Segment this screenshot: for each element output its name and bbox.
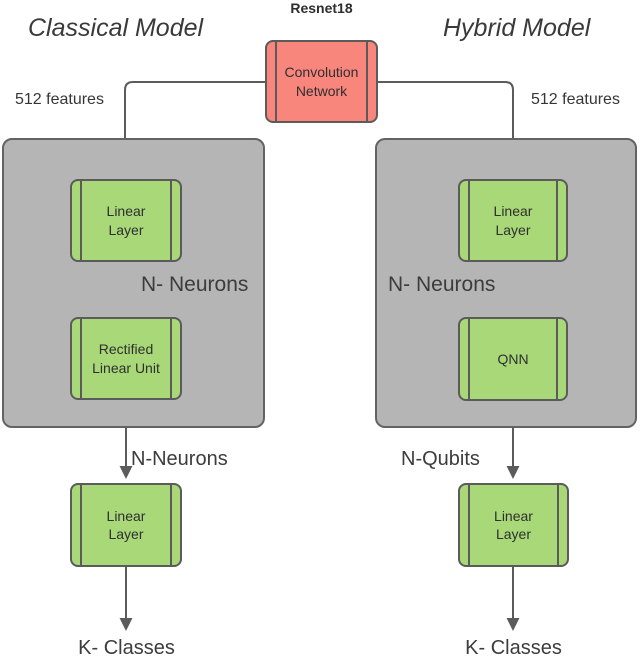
process-shape-line: [80, 485, 82, 565]
hybrid-k-classes-label: K- Classes: [465, 637, 562, 659]
process-shape-line: [468, 319, 470, 399]
process-shape-line: [556, 319, 558, 399]
relu-label: Rectified Linear Unit: [92, 341, 160, 376]
hybrid-n-qubits-label: N-Qubits: [401, 448, 480, 470]
classical-n-neurons-label: N- Neurons: [141, 273, 249, 296]
process-shape-line: [468, 181, 470, 260]
linear-layer-label: Linear Layer: [106, 203, 146, 238]
classical-model-title: Classical Model: [28, 14, 204, 42]
classical-features-label: 512 features: [15, 91, 104, 108]
process-shape-line: [275, 42, 277, 121]
process-shape-line: [170, 485, 172, 565]
classical-k-classes-label: K- Classes: [78, 637, 175, 659]
process-shape-line: [366, 42, 368, 121]
process-shape-line: [468, 485, 470, 565]
hybrid-n-neurons-label: N- Neurons: [388, 273, 496, 296]
resnet18-label: Resnet18: [290, 0, 353, 16]
process-shape-line: [80, 319, 82, 398]
process-shape-line: [557, 485, 559, 565]
classical-linear-layer-1-box: Linear Layer: [70, 179, 182, 262]
classical-linear-layer-2-box: Linear Layer: [70, 483, 182, 567]
linear-layer-label: Linear Layer: [494, 507, 533, 542]
classical-n-neurons-output-label: N-Neurons: [131, 448, 228, 470]
process-shape-line: [556, 181, 558, 260]
hybrid-linear-layer-2-box: Linear Layer: [458, 483, 569, 567]
qnn-label: QNN: [497, 350, 529, 367]
hybrid-model-title: Hybrid Model: [443, 14, 591, 42]
convolution-network-label: Convolution Network: [284, 64, 359, 99]
linear-layer-label: Linear Layer: [493, 203, 533, 238]
hybrid-qnn-box: QNN: [458, 317, 568, 401]
process-shape-line: [80, 181, 82, 260]
hybrid-features-label: 512 features: [531, 91, 620, 108]
classical-relu-box: Rectified Linear Unit: [70, 317, 182, 400]
process-shape-line: [170, 319, 172, 398]
linear-layer-label: Linear Layer: [106, 507, 146, 542]
convolution-network-box: Convolution Network: [265, 40, 378, 123]
hybrid-linear-layer-1-box: Linear Layer: [458, 179, 568, 262]
process-shape-line: [170, 181, 172, 260]
